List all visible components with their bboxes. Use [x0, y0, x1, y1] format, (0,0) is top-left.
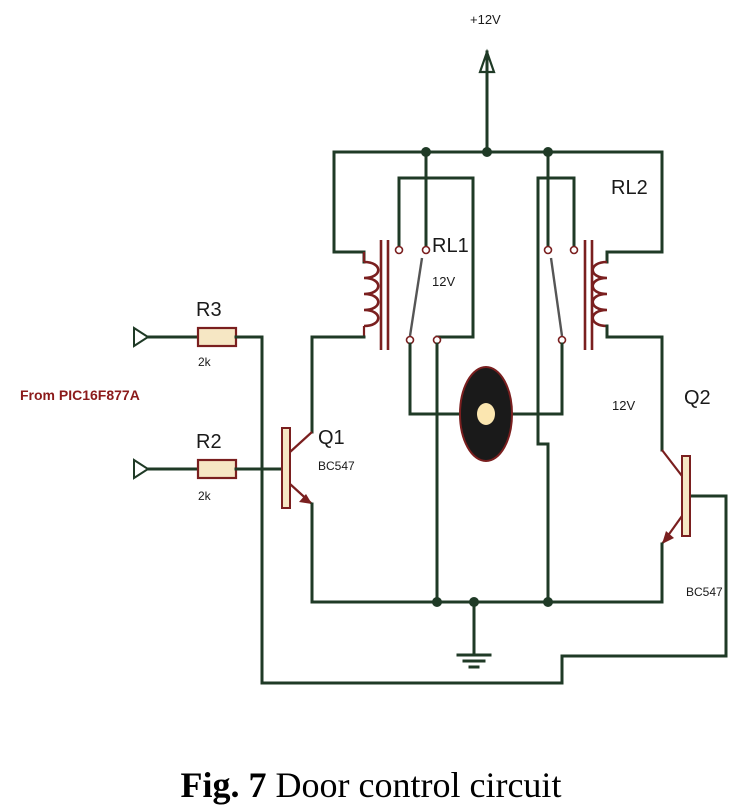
input-terminal-upper: [133, 326, 200, 348]
input-terminal-lower: [133, 458, 200, 480]
figure-caption: Fig. 7 Door control circuit: [0, 764, 742, 806]
relay-rl1: RL1 12V: [310, 150, 475, 604]
rl2-name: RL2: [611, 177, 648, 199]
rl2-voltage: 12V: [612, 398, 635, 413]
transistor-q1: Q1 BC547: [281, 427, 355, 604]
motor: [459, 366, 513, 462]
r2-name: R2: [196, 431, 222, 453]
r3-name: R3: [196, 299, 222, 321]
supply-terminal: +12V: [470, 12, 501, 154]
caption-prefix: Fig. 7: [180, 765, 267, 805]
transistor-q2: Q2 BC547: [660, 387, 723, 604]
q2-type: BC547: [686, 585, 723, 599]
relay-rl2: RL2 12V: [506, 150, 664, 604]
supply-label: +12V: [470, 12, 501, 27]
rl1-name: RL1: [432, 235, 469, 257]
source-label: From PIC16F877A: [20, 387, 140, 403]
rl1-voltage: 12V: [432, 274, 455, 289]
top-rail: [332, 147, 664, 254]
resistor-r2: R2 2k: [196, 431, 284, 503]
ground-rail: [310, 597, 664, 657]
resistor-r3: R3 2k: [196, 299, 728, 685]
caption-text: Door control circuit: [275, 765, 562, 805]
ground-symbol: [456, 653, 492, 669]
q1-name: Q1: [318, 427, 345, 449]
q1-type: BC547: [318, 459, 355, 473]
r3-value: 2k: [198, 355, 212, 369]
q2-name: Q2: [684, 387, 711, 409]
r2-value: 2k: [198, 489, 212, 503]
